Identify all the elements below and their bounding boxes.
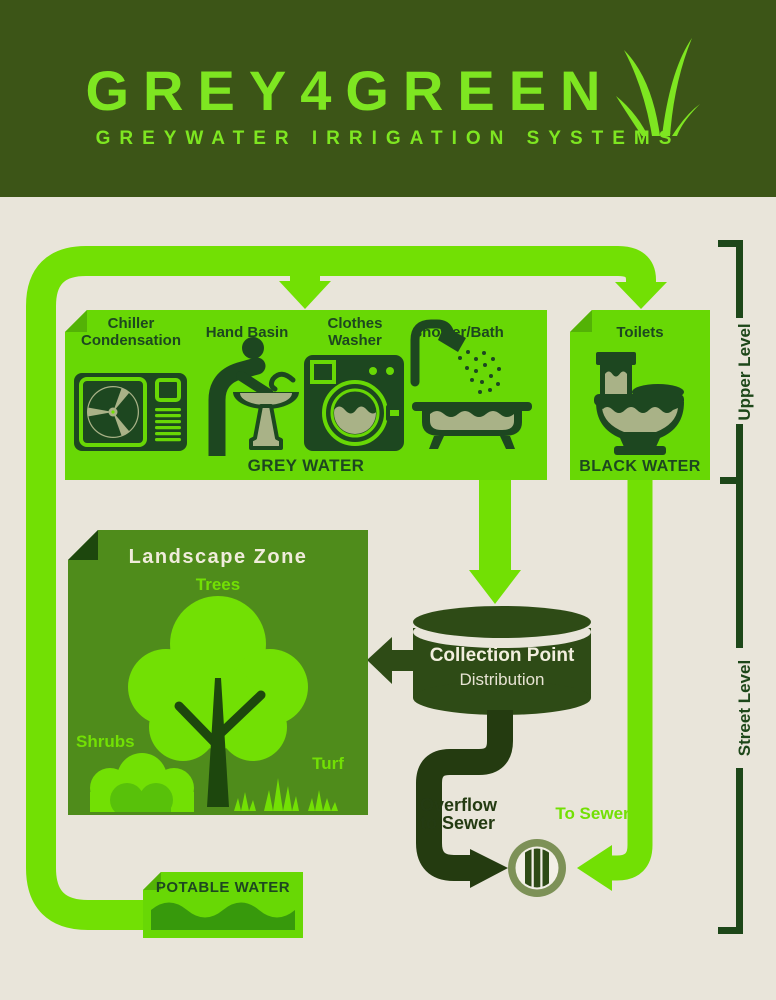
- turf-icon: [234, 778, 338, 811]
- overflow-to-sewer-label: Overflow to Sewer: [420, 795, 498, 834]
- landscape-zone-title: Landscape Zone: [128, 546, 308, 568]
- potable-water-box: POTABLE WATER: [143, 872, 303, 938]
- potable-water-label: POTABLE WATER: [155, 879, 291, 896]
- hand-basin-label: Hand Basin: [205, 323, 289, 341]
- collection-point-text: Collection Point Distribution: [415, 645, 589, 690]
- brand-title: GREY4GREEN: [85, 59, 615, 122]
- tree-icon: [128, 596, 308, 807]
- black-water-caption: BLACK WATER: [579, 458, 701, 475]
- folded-corner-icon: [570, 310, 592, 332]
- trees-label: Trees: [195, 575, 241, 594]
- brand-subtitle: GREYWATER IRRIGATION SYSTEMS: [95, 128, 681, 149]
- folded-corner-icon: [143, 872, 161, 890]
- clothes-washer-icon: [304, 355, 404, 451]
- upper-level-label: Upper Level: [735, 323, 754, 421]
- toilets-label: Toilets: [616, 323, 664, 341]
- chiller-icon: [74, 373, 187, 451]
- collection-point-tank: [367, 606, 591, 715]
- toilet-icon: [594, 352, 684, 455]
- arrow-down-toilets: [615, 282, 667, 309]
- overflow-pipe: [416, 710, 513, 888]
- potable-supply-pipe: [26, 246, 667, 930]
- arrow-to-landscape: [367, 637, 392, 684]
- blackwater-to-sewer-pipe: [577, 480, 653, 891]
- chiller-label: Chiller Condensation: [81, 315, 181, 349]
- sewer-drain-icon: [508, 839, 566, 897]
- shrub-icon: [90, 753, 194, 812]
- greywater-to-collection-pipe: [469, 480, 521, 604]
- header-banner: GREY4GREEN GREYWATER IRRIGATION SYSTEMS: [0, 0, 776, 197]
- shrubs-label: Shrubs: [76, 732, 135, 751]
- grey-water-caption: GREY WATER: [247, 456, 365, 475]
- hand-basin-icon: [208, 337, 299, 456]
- to-sewer-label: To Sewer: [555, 804, 630, 823]
- street-level-label: Street Level: [735, 659, 754, 757]
- collection-point-subtitle: Distribution: [459, 670, 545, 689]
- collection-point-title: Collection Point: [429, 645, 575, 666]
- turf-label: Turf: [312, 754, 344, 773]
- arrow-down-greywater: [279, 281, 331, 309]
- arrow-to-drain: [470, 849, 508, 888]
- shower-bath-icon: [410, 319, 532, 449]
- clothes-washer-label: Clothes Washer: [327, 315, 383, 349]
- landscape-zone-panel: Landscape Zone Trees Shrubs: [68, 530, 368, 815]
- level-bracket: [718, 240, 743, 934]
- folded-corner-icon: [65, 310, 87, 332]
- folded-corner-icon: [68, 530, 98, 560]
- grass-icon: [616, 38, 700, 136]
- black-water-panel: Toilets BLACK WATER: [570, 310, 710, 480]
- water-wave-icon: [151, 902, 295, 930]
- grey-water-panel: Chiller Condensation Hand Basin Clothes …: [65, 310, 547, 480]
